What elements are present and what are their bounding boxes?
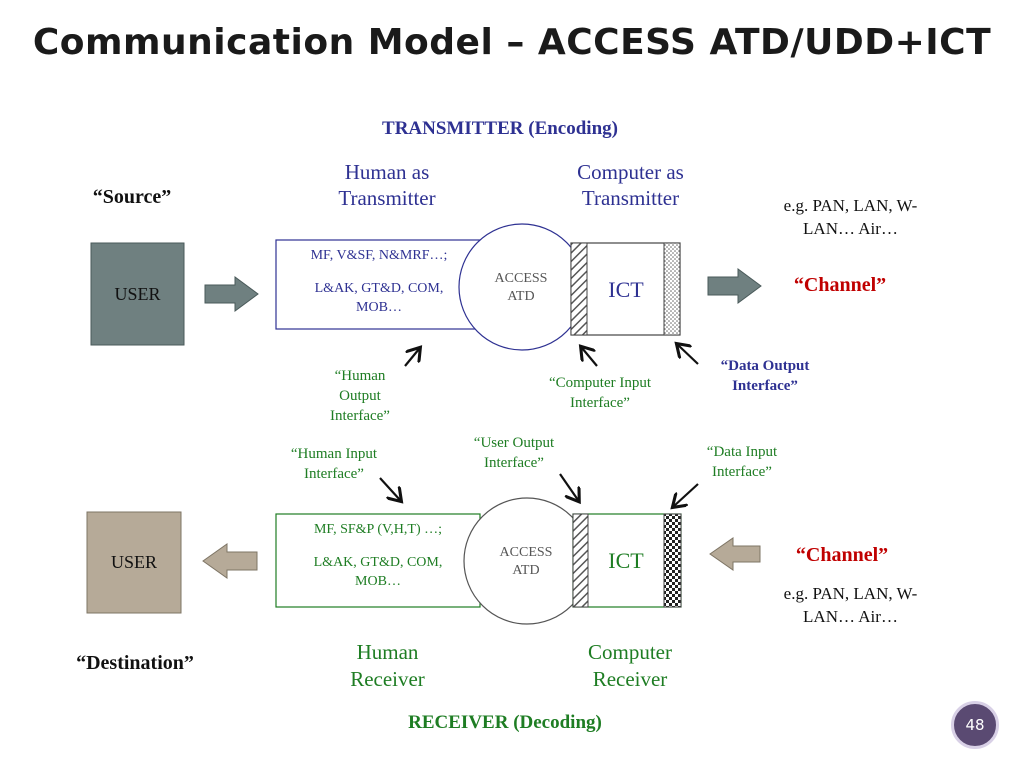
receiver-heading: RECEIVER (Decoding) <box>408 712 602 733</box>
rx-channel-label: “Channel” <box>795 544 889 566</box>
data-input-pointer <box>674 483 699 506</box>
rx-ict-label: ICT <box>608 548 644 573</box>
rx-user-box-shape <box>86 511 182 614</box>
human-output-interface-label: “Human Output Interface” <box>330 368 390 424</box>
user-output-interface-label: “User Output Interface” <box>473 435 555 471</box>
tx-channel-examples: e.g. PAN, LAN, W-LAN… Air… <box>783 196 918 238</box>
tx-access-atd-label: ACCESS ATD <box>494 271 548 304</box>
tx-human-box-shape <box>275 239 483 330</box>
rx-human-box-line1: MF, SF&P (V,H,T) …; <box>313 522 443 537</box>
slide-number-badge: 48 <box>951 701 999 749</box>
human-input-interface-label: “Human Input Interface” <box>290 446 378 482</box>
rx-human-box-shape <box>275 513 481 608</box>
tx-ict-output-strip <box>663 242 681 336</box>
rx-channel-arrow <box>709 537 761 571</box>
rx-ict-box-shape <box>572 513 682 608</box>
tx-human-box: MF, V&SF, N&MRF…; L&AK, GT&D, COM, MOB… <box>276 240 482 329</box>
tx-ict-input-strip <box>570 242 588 336</box>
user-output-pointer <box>559 473 578 500</box>
rx-human-box: MF, SF&P (V,H,T) …; L&AK, GT&D, COM, MOB… <box>276 514 480 607</box>
data-input-interface-label: “Data Input Interface” <box>706 444 778 480</box>
tx-channel-label: “Channel” <box>793 274 887 296</box>
computer-input-pointer <box>582 348 598 367</box>
data-output-pointer <box>678 345 699 365</box>
destination-label: “Destination” <box>76 652 194 674</box>
tx-human-box-line2: L&AK, GT&D, COM, MOB… <box>314 281 444 315</box>
tx-user-box: USER <box>114 283 161 304</box>
human-input-pointer <box>379 477 400 500</box>
source-label: “Source” <box>92 186 172 208</box>
slide-title: Communication Model – ACCESS ATD/UDD+ICT <box>32 22 992 63</box>
computer-transmitter-label: Computer as Transmitter <box>577 160 684 210</box>
rx-human-box-line2: L&AK, GT&D, COM, MOB… <box>313 555 443 589</box>
data-output-interface-label: “Data Output Interface” <box>720 358 810 394</box>
tx-ict-label: ICT <box>608 277 644 302</box>
tx-channel-arrow <box>707 268 762 304</box>
rx-destination-arrow <box>202 543 258 579</box>
human-transmitter-label: Human as Transmitter <box>338 160 436 210</box>
human-output-pointer <box>404 349 419 367</box>
transmitter-heading: TRANSMITTER (Encoding) <box>382 118 618 139</box>
rx-ict-input-strip <box>663 513 682 608</box>
rx-channel-examples: e.g. PAN, LAN, W-LAN… Air… <box>783 584 918 626</box>
tx-human-box-line1: MF, V&SF, N&MRF…; <box>310 248 448 263</box>
rx-user-box: USER <box>110 552 157 572</box>
rx-ict-output-strip <box>572 513 589 608</box>
human-receiver-label: Human Receiver <box>350 640 425 691</box>
computer-input-interface-label: “Computer Input Interface” <box>548 375 652 411</box>
tx-user-box-shape <box>90 242 185 346</box>
rx-access-atd-label: ACCESS ATD <box>499 545 553 578</box>
tx-source-arrow <box>204 276 259 312</box>
computer-receiver-label: Computer Receiver <box>588 640 672 691</box>
